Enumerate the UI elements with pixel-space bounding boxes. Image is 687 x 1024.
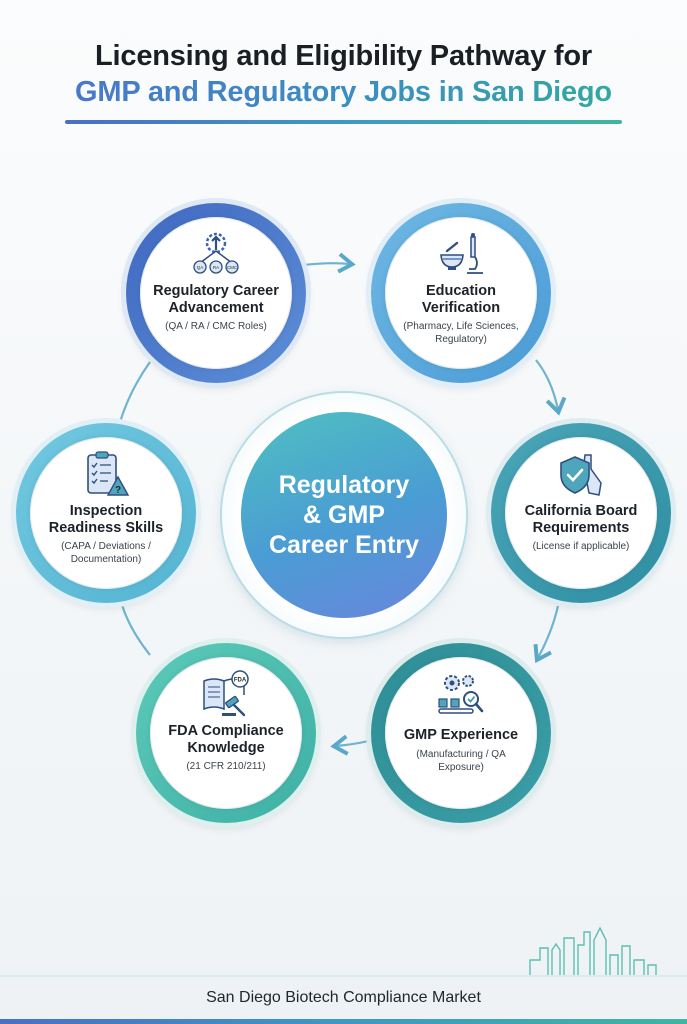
footer-bar (0, 1019, 687, 1024)
step-label: Regulatory Career (153, 283, 279, 299)
step-label: Knowledge (187, 740, 265, 756)
step-label: Readiness Skills (48, 520, 164, 536)
page-title-line1: Licensing and Eligibility Pathway for (95, 40, 592, 72)
arrow-6-1 (118, 361, 151, 423)
step-label: Advancement (168, 300, 264, 316)
step-label: GMP Experience (403, 727, 519, 743)
svg-text:QA: QA (197, 265, 204, 270)
fda-book-gavel-icon: FDA (203, 670, 249, 717)
step-label: California Board (524, 503, 638, 519)
svg-text:FDA: FDA (234, 678, 247, 684)
svg-text:CMC: CMC (227, 265, 238, 270)
center-line1: Regulatory (278, 471, 410, 499)
mortar-microscope-icon (440, 233, 483, 274)
step-label: Requirements (532, 520, 630, 536)
step-label: Inspection (69, 503, 143, 519)
career-ladder-gear-icon: QA RA CMC (193, 232, 239, 274)
shield-california-icon (560, 454, 602, 496)
arrow-5-6 (120, 604, 151, 656)
page-title-line2: GMP and Regulatory Jobs in San Diego (75, 76, 612, 108)
skyline-graphic (0, 926, 687, 977)
step-sublabel: (21 CFR 210/211) (186, 761, 266, 772)
step-sublabel: (CAPA / Deviations / (61, 541, 151, 552)
step-sublabel: Regulatory) (435, 334, 487, 345)
gears-conveyor-icon (438, 675, 484, 714)
step-sublabel: (Manufacturing / QA (416, 749, 506, 760)
arrow-3-4 (533, 605, 560, 664)
step-label: Education (425, 283, 497, 299)
step-gmp-experience: GMP Experience (Manufacturing / QA Exposu… (371, 643, 551, 823)
svg-text:RA: RA (213, 265, 219, 270)
step-sublabel: Exposure) (438, 762, 484, 773)
center-line2: & GMP (303, 501, 385, 529)
step-sublabel: (QA / RA / CMC Roles) (165, 321, 267, 332)
step-sublabel: (License if applicable) (532, 541, 630, 552)
center-hub: Regulatory & GMP Career Entry (222, 393, 466, 637)
title-underline (65, 120, 622, 124)
center-line3: Career Entry (268, 531, 420, 559)
clipboard-checklist-icon: ? (87, 451, 130, 496)
arrow-1-2 (303, 252, 356, 274)
footer-caption: San Diego Biotech Compliance Market (206, 989, 481, 1006)
svg-text:?: ? (115, 485, 121, 496)
step-sublabel: Documentation) (70, 554, 142, 565)
step-sublabel: (Pharmacy, Life Sciences, (403, 321, 519, 332)
step-label: FDA Compliance (168, 723, 284, 739)
arrow-2-3 (535, 359, 567, 416)
step-label: Verification (421, 300, 501, 316)
